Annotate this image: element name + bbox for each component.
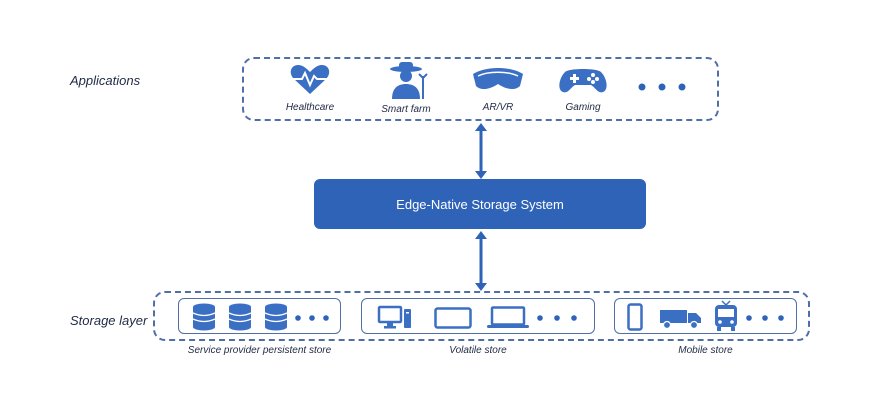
database-icon bbox=[228, 303, 252, 331]
applications-container bbox=[242, 57, 719, 121]
persistent-store-label: Service provider persistent store bbox=[187, 345, 332, 356]
volatile-store-box bbox=[361, 298, 595, 334]
database-icon bbox=[264, 303, 288, 331]
gaming-app: Gaming bbox=[543, 62, 623, 118]
vr-headset-icon bbox=[473, 68, 523, 90]
gaming-label: Gaming bbox=[565, 102, 601, 113]
arvr-label: AR/VR bbox=[482, 102, 514, 113]
heart-pulse-icon bbox=[290, 65, 330, 94]
mobile-store-box bbox=[614, 298, 797, 334]
storage-layer-label: Storage layer bbox=[70, 313, 148, 328]
top-connector-arrow bbox=[475, 123, 487, 179]
more-apps-ellipsis bbox=[638, 83, 686, 91]
bus-icon bbox=[715, 300, 737, 331]
database-icon bbox=[192, 303, 216, 331]
laptop-icon bbox=[487, 306, 529, 328]
more-persistent-ellipsis bbox=[295, 315, 329, 321]
smart-farm-app: Smart farm bbox=[366, 62, 446, 118]
arvr-app: AR/VR bbox=[458, 62, 538, 118]
core-label: Edge-Native Storage System bbox=[396, 196, 564, 212]
smartphone-icon bbox=[627, 303, 643, 331]
volatile-store-label: Volatile store bbox=[449, 345, 507, 356]
more-volatile-ellipsis bbox=[537, 315, 577, 321]
farmer-icon bbox=[390, 62, 428, 99]
bottom-connector-arrow bbox=[475, 231, 487, 291]
healthcare-app: Healthcare bbox=[270, 62, 350, 118]
edge-native-storage-system: Edge-Native Storage System bbox=[314, 179, 646, 229]
mobile-store-label: Mobile store bbox=[678, 345, 733, 356]
smart-farm-label: Smart farm bbox=[381, 104, 431, 115]
healthcare-label: Healthcare bbox=[285, 102, 335, 113]
tablet-icon bbox=[434, 307, 472, 329]
more-mobile-ellipsis bbox=[746, 315, 784, 321]
applications-layer-label: Applications bbox=[70, 73, 141, 88]
gamepad-icon bbox=[559, 69, 607, 93]
storage-layer-container bbox=[153, 291, 810, 341]
persistent-store-box bbox=[178, 298, 341, 334]
truck-icon bbox=[660, 310, 701, 330]
desktop-icon bbox=[377, 305, 411, 329]
